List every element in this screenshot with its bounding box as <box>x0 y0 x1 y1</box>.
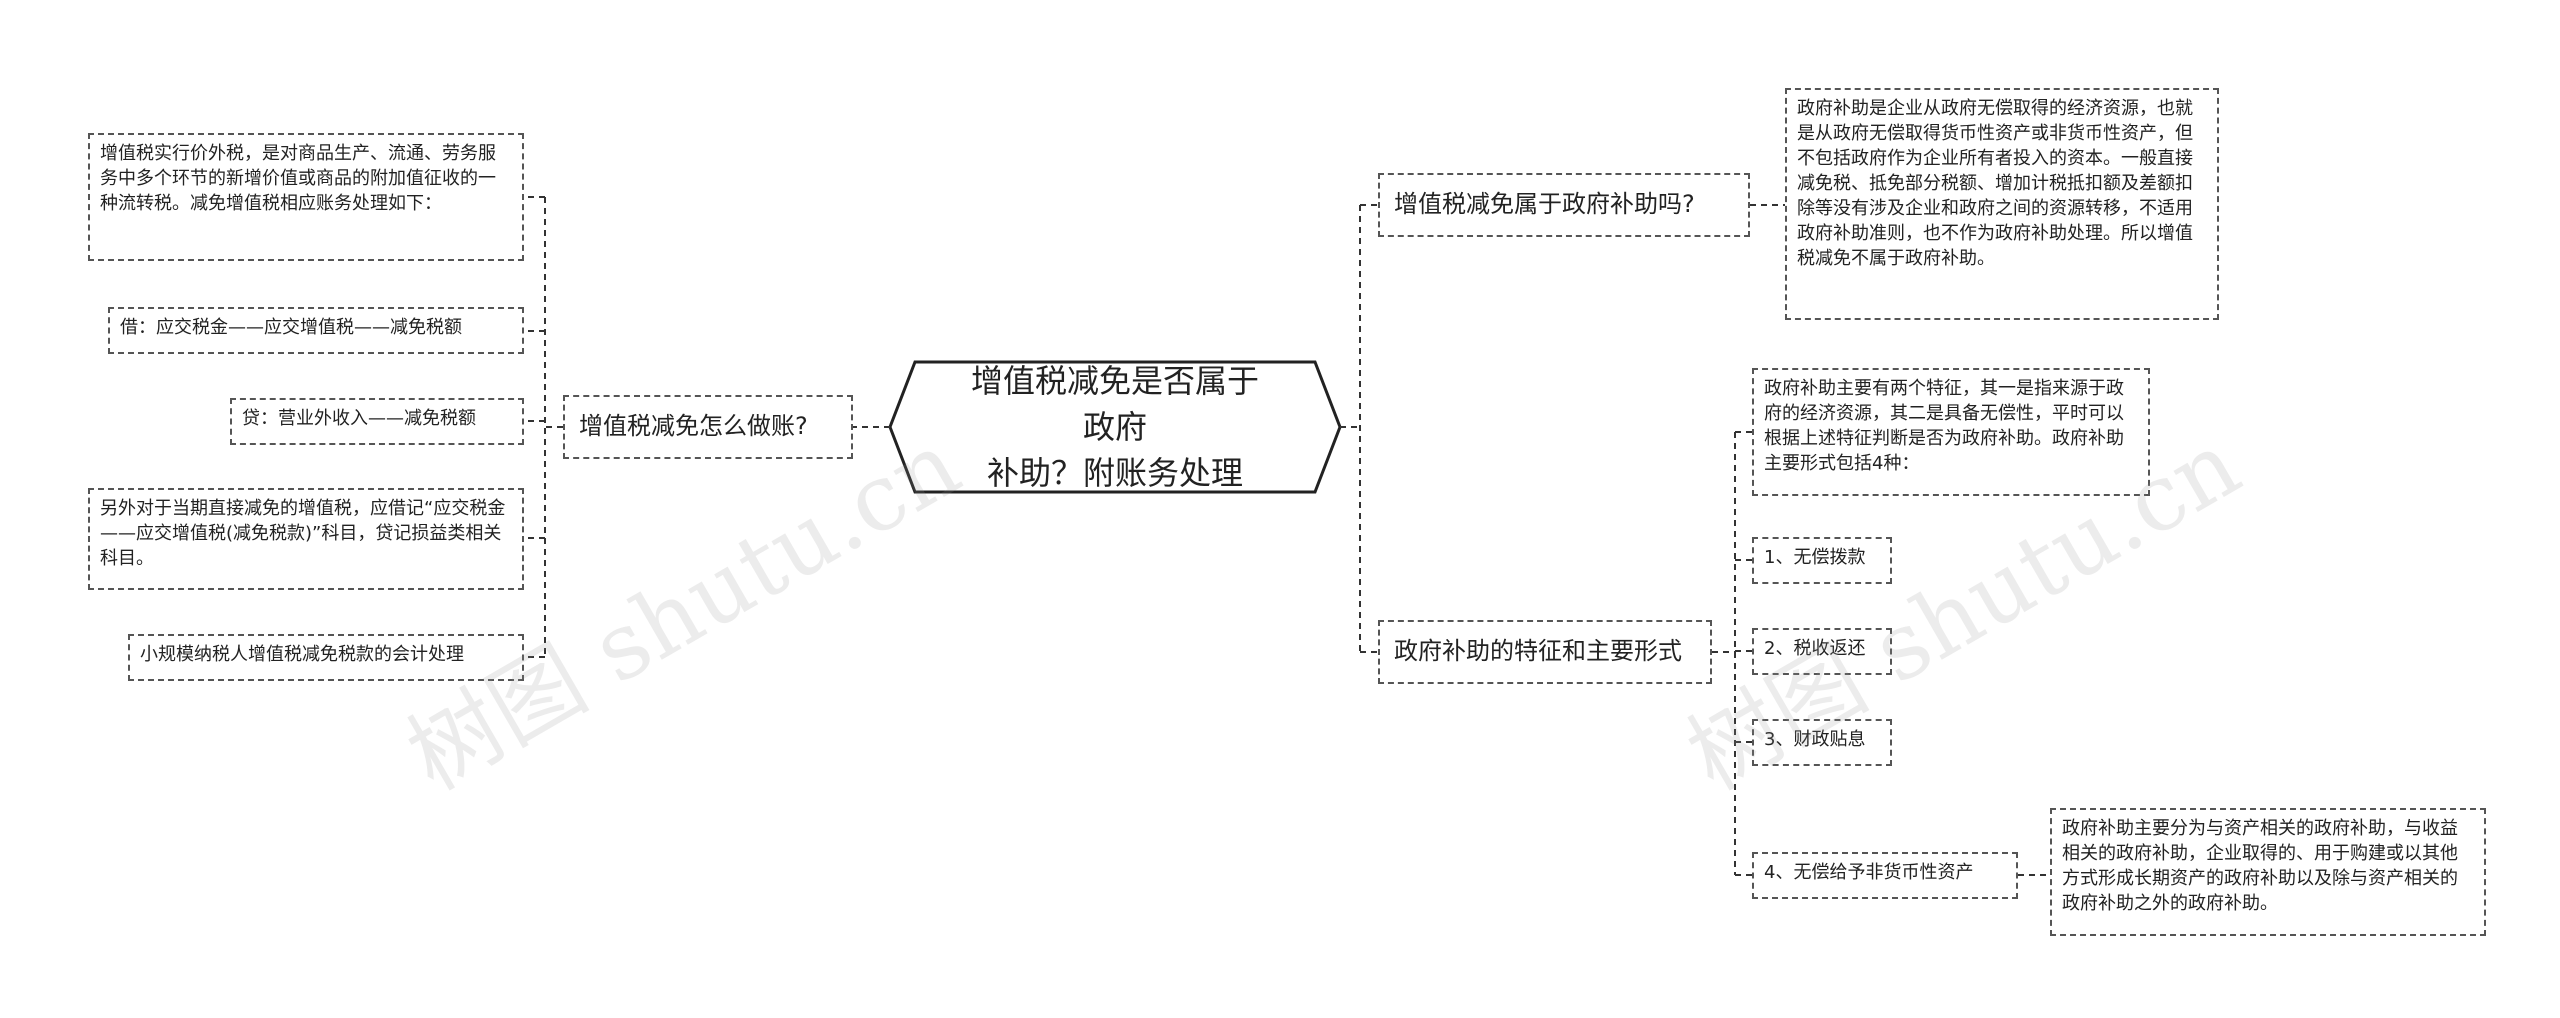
right-branch-2-node[interactable]: 政府补助的特征和主要形式 <box>1378 620 1712 684</box>
form-item-4[interactable]: 4、无偿给予非货币性资产 <box>1752 852 2018 899</box>
left-item-credit[interactable]: 贷：营业外收入——减免税额 <box>230 398 524 445</box>
form-item-4-detail[interactable]: 政府补助主要分为与资产相关的政府补助，与收益相关的政府补助，企业取得的、用于购建… <box>2050 808 2486 936</box>
form-item-2[interactable]: 2、税收返还 <box>1752 628 1892 675</box>
left-item-small-scale[interactable]: 小规模纳税人增值税减免税款的会计处理 <box>128 634 524 681</box>
left-branch-node[interactable]: 增值税减免怎么做账? <box>563 395 853 459</box>
left-item-direct-reduction[interactable]: 另外对于当期直接减免的增值税，应借记“应交税金——应交增值税(减免税款)”科目，… <box>88 488 524 590</box>
right-branch-1-detail[interactable]: 政府补助是企业从政府无偿取得的经济资源，也就是从政府无偿取得货币性资产或非货币性… <box>1785 88 2219 320</box>
root-node-title[interactable]: 增值税减免是否属于政府 补助？附账务处理 <box>970 362 1259 492</box>
right-branch-1-node[interactable]: 增值税减免属于政府补助吗? <box>1378 173 1750 237</box>
form-item-3[interactable]: 3、财政贴息 <box>1752 719 1892 766</box>
left-item-intro[interactable]: 增值税实行价外税，是对商品生产、流通、劳务服务中多个环节的新增价值或商品的附加值… <box>88 133 524 261</box>
form-item-1[interactable]: 1、无偿拨款 <box>1752 537 1892 584</box>
right-branch-2-intro[interactable]: 政府补助主要有两个特征，其一是指来源于政府的经济资源，其二是具备无偿性，平时可以… <box>1752 368 2150 496</box>
left-item-debit[interactable]: 借：应交税金——应交增值税——减免税额 <box>108 307 524 354</box>
